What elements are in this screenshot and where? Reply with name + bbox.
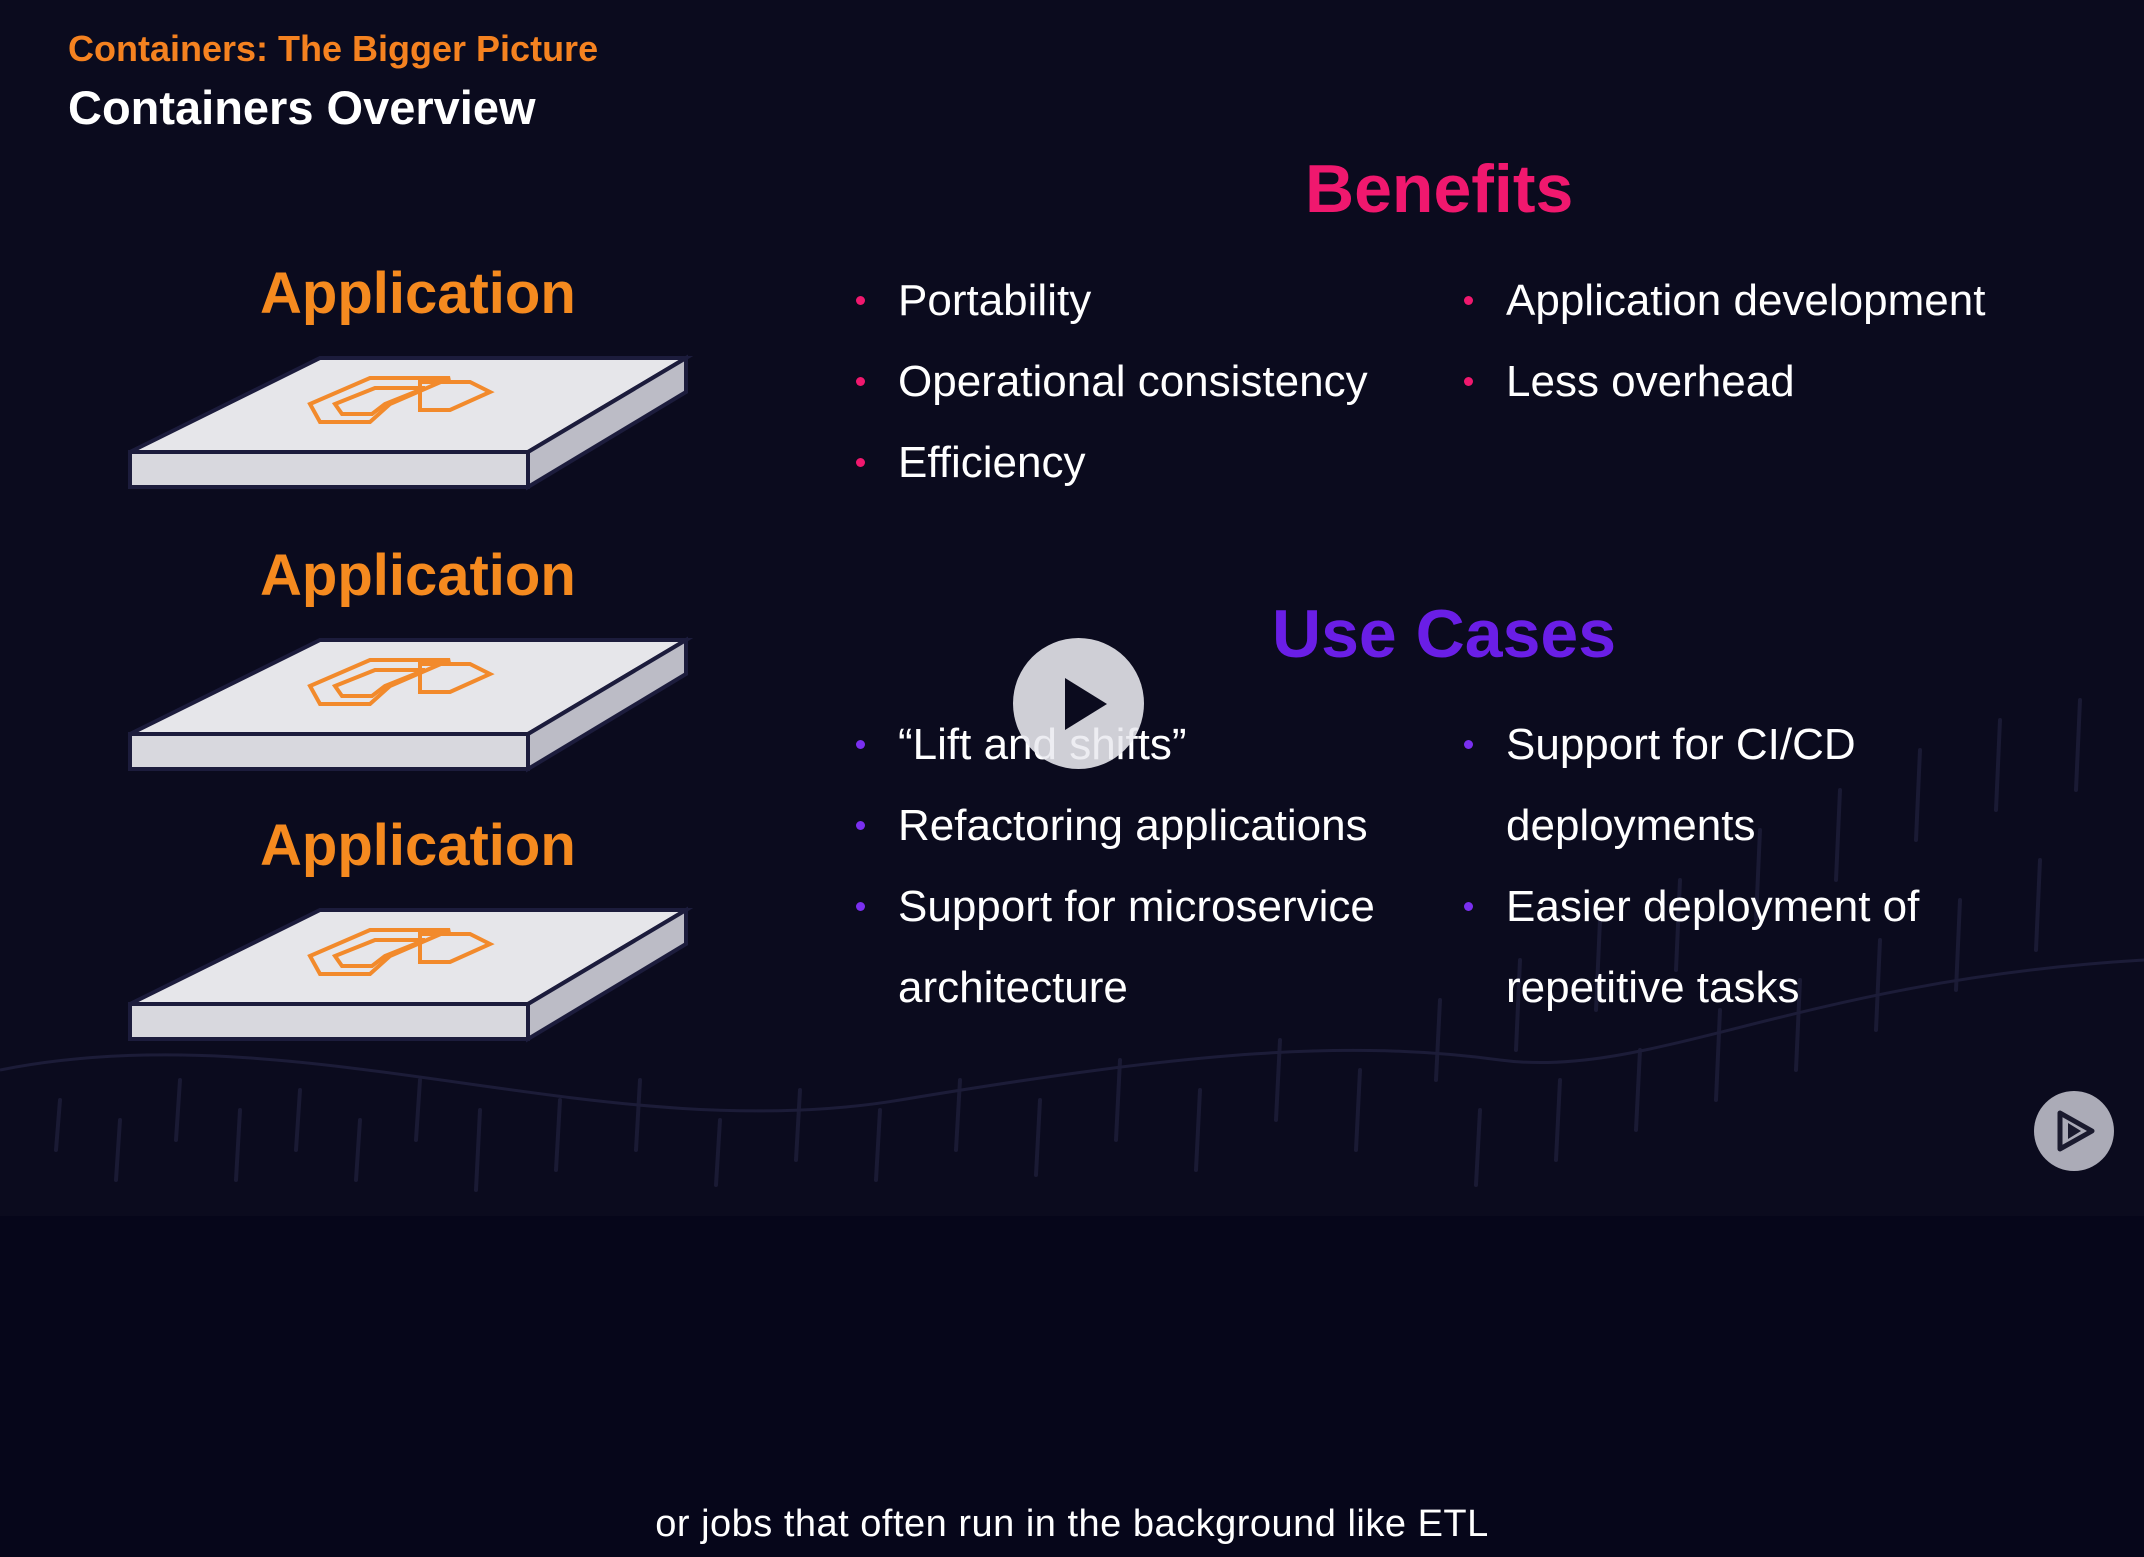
bullet-dot bbox=[856, 740, 865, 749]
list-item: Refactoring applications bbox=[856, 785, 1375, 866]
list-item: Application development bbox=[1464, 260, 1985, 341]
bullet-text: Less overhead bbox=[1506, 357, 1795, 406]
application-label: Application bbox=[260, 543, 576, 608]
bullet-text: Support for CI/CD bbox=[1506, 720, 1856, 769]
list-item: Support for CI/CD bbox=[1464, 704, 1919, 785]
play-button[interactable] bbox=[1013, 638, 1144, 769]
application-label: Application bbox=[260, 261, 576, 326]
bullet-dot bbox=[1464, 902, 1473, 911]
bullet-text-continuation: deployments bbox=[1506, 801, 1756, 850]
bullet-text: Easier deployment of bbox=[1506, 882, 1920, 931]
bullet-dot bbox=[856, 458, 865, 467]
bullet-text: Refactoring applications bbox=[898, 801, 1368, 850]
bullet-dot bbox=[856, 296, 865, 305]
video-frame[interactable]: Containers: The Bigger Picture Container… bbox=[0, 0, 2144, 1216]
use-cases-title: Use Cases bbox=[1272, 596, 1617, 672]
bullet-text: Efficiency bbox=[898, 438, 1086, 487]
use-cases-list-right: Support for CI/CD deployments Easier dep… bbox=[1464, 704, 1919, 1028]
list-item: Portability bbox=[856, 260, 1368, 341]
container-platform-icon bbox=[128, 906, 694, 1043]
bullet-text: Application development bbox=[1506, 276, 1986, 325]
container-platform-icon bbox=[128, 354, 694, 491]
list-item: Efficiency bbox=[856, 422, 1368, 503]
bullet-dot bbox=[1464, 740, 1473, 749]
bullet-dot bbox=[1464, 296, 1473, 305]
benefits-list-left: Portability Operational consistency Effi… bbox=[856, 260, 1368, 503]
background-pattern bbox=[0, 698, 2144, 1192]
bullet-dot bbox=[856, 902, 865, 911]
bullet-text: Support for microservice bbox=[898, 882, 1375, 931]
list-item: Support for microservice bbox=[856, 866, 1375, 947]
caption-text: or jobs that often run in the background… bbox=[655, 1503, 1489, 1545]
benefits-title: Benefits bbox=[1305, 151, 1574, 227]
pluralsight-logo-button[interactable] bbox=[2034, 1091, 2114, 1171]
bullet-dot bbox=[856, 821, 865, 830]
container-platform-icon bbox=[128, 636, 694, 773]
application-label: Application bbox=[260, 813, 576, 878]
bullet-dot bbox=[1464, 377, 1473, 386]
course-title: Containers: The Bigger Picture bbox=[68, 28, 599, 69]
play-icon bbox=[1065, 678, 1107, 730]
pluralsight-logo-icon bbox=[2057, 1110, 2095, 1152]
module-title: Containers Overview bbox=[68, 81, 536, 134]
list-item: Operational consistency bbox=[856, 341, 1368, 422]
use-cases-list-left: “Lift and shifts” Refactoring applicatio… bbox=[856, 704, 1375, 1028]
benefits-list-right: Application development Less overhead bbox=[1464, 260, 1985, 422]
list-item: Easier deployment of bbox=[1464, 866, 1919, 947]
bullet-text-continuation: architecture bbox=[898, 963, 1128, 1012]
list-item: Less overhead bbox=[1464, 341, 1985, 422]
bullet-text: Operational consistency bbox=[898, 357, 1368, 406]
bullet-text-continuation: repetitive tasks bbox=[1506, 963, 1800, 1012]
bullet-text: Portability bbox=[898, 276, 1092, 325]
bullet-dot bbox=[856, 377, 865, 386]
